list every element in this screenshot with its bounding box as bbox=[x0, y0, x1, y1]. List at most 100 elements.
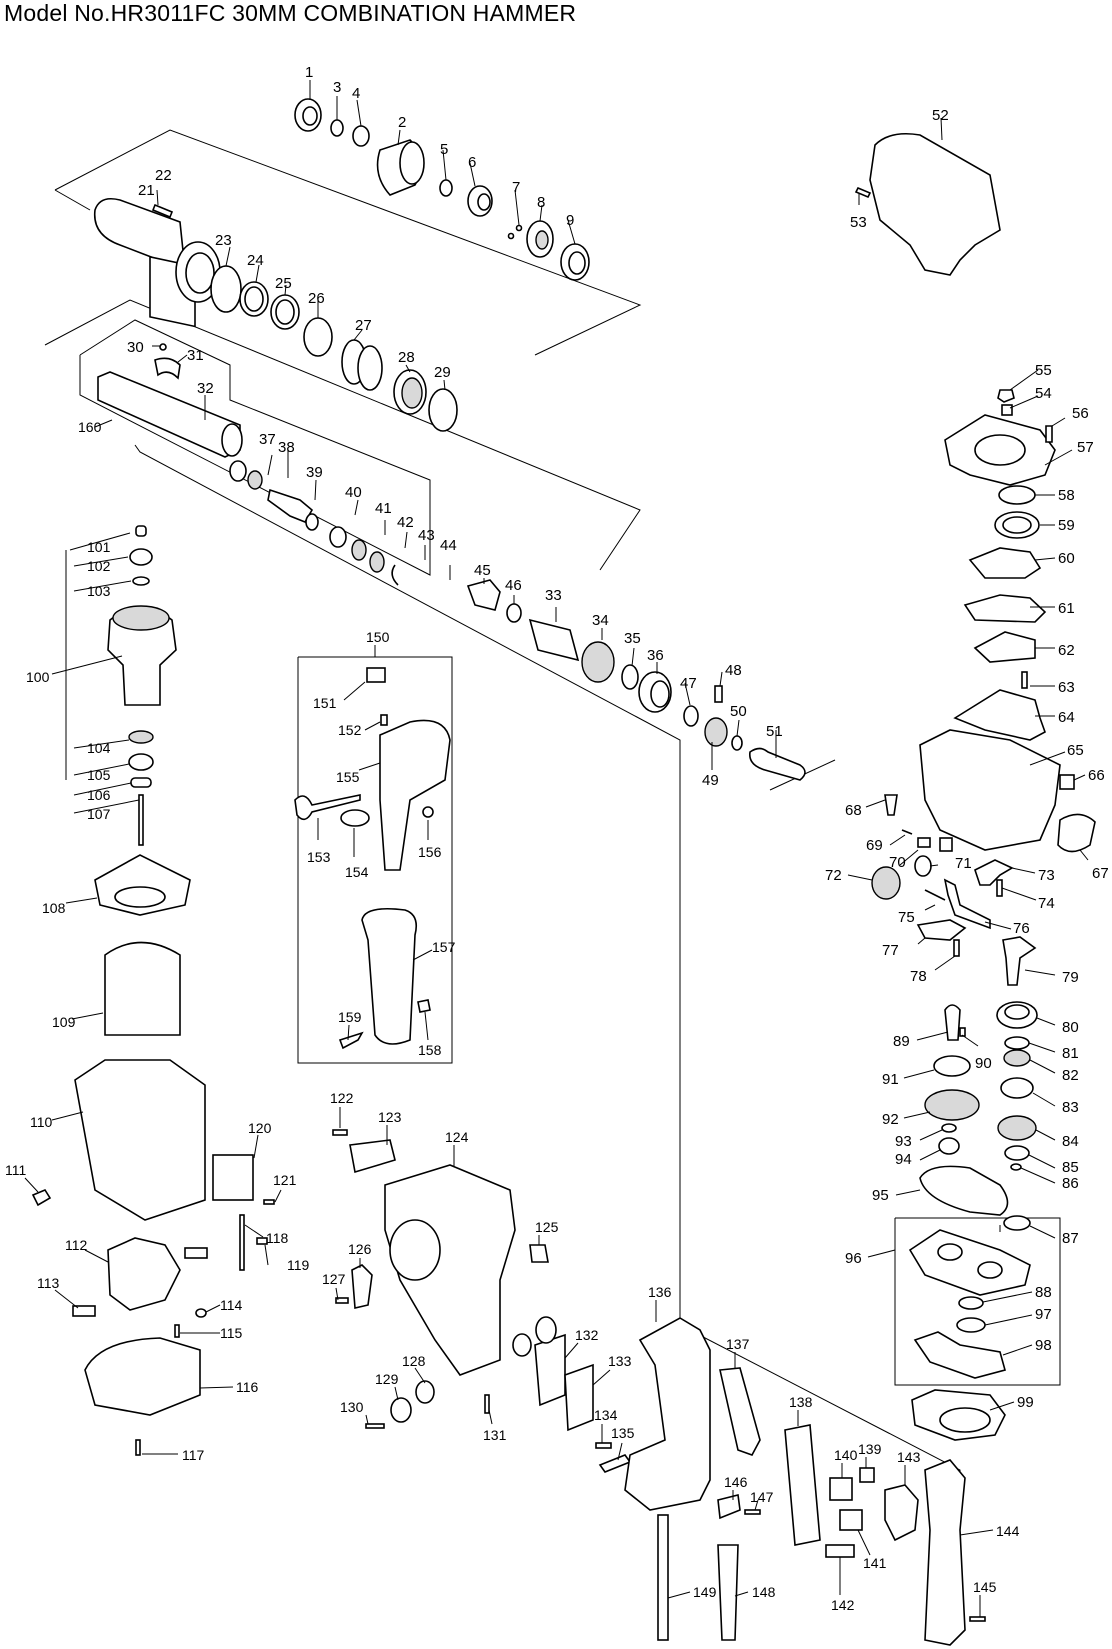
part-label-113: 113 bbox=[37, 1275, 60, 1291]
part-label-63: 63 bbox=[1058, 679, 1075, 696]
part-135-shape bbox=[598, 1454, 632, 1473]
part-127-shape bbox=[335, 1297, 349, 1304]
part-label-2: 2 bbox=[398, 114, 406, 131]
part-37-shape bbox=[229, 460, 247, 482]
part-23-shape bbox=[210, 265, 242, 313]
part-label-111: 111 bbox=[5, 1162, 26, 1178]
part-118-shape bbox=[239, 1214, 245, 1271]
part-label-66: 66 bbox=[1088, 767, 1105, 784]
part-141-shape bbox=[839, 1509, 863, 1531]
part-109-shape bbox=[104, 941, 181, 1036]
part-26-shape bbox=[303, 317, 333, 357]
part-label-153: 153 bbox=[307, 849, 331, 865]
part-label-32: 32 bbox=[197, 380, 214, 397]
part-136-shape bbox=[624, 1317, 711, 1511]
part-label-96: 96 bbox=[845, 1250, 862, 1267]
part-label-118: 118 bbox=[266, 1230, 289, 1246]
part-label-84: 84 bbox=[1062, 1133, 1079, 1150]
part-21-shape bbox=[93, 197, 186, 272]
part-74-shape bbox=[996, 879, 1003, 897]
part-label-1: 1 bbox=[305, 64, 313, 81]
part-label-137: 137 bbox=[726, 1336, 750, 1352]
part-label-6: 6 bbox=[468, 154, 476, 171]
part-85-shape bbox=[1004, 1145, 1030, 1161]
part-81-shape bbox=[1004, 1036, 1030, 1050]
part-45-shape bbox=[466, 579, 501, 611]
part-66-shape bbox=[1059, 774, 1075, 790]
part-label-53: 53 bbox=[850, 214, 867, 231]
part-83-shape bbox=[1000, 1077, 1034, 1099]
part-label-50: 50 bbox=[730, 703, 747, 720]
part-158-shape bbox=[417, 999, 431, 1013]
part-129-shape bbox=[390, 1397, 412, 1423]
part-75-shape bbox=[924, 889, 946, 901]
part-label-125: 125 bbox=[535, 1219, 559, 1235]
part-92-shape bbox=[924, 1089, 980, 1121]
part-55-shape bbox=[997, 389, 1015, 403]
part-105-shape bbox=[128, 753, 154, 771]
part-label-39: 39 bbox=[306, 464, 323, 481]
part-label-64: 64 bbox=[1058, 709, 1075, 726]
part-144-shape bbox=[924, 1459, 966, 1646]
part-label-48: 48 bbox=[725, 662, 742, 679]
part-79-shape bbox=[1002, 936, 1037, 986]
part-label-136: 136 bbox=[648, 1284, 672, 1300]
part-label-99: 99 bbox=[1017, 1394, 1034, 1411]
part-70-shape bbox=[917, 837, 931, 848]
part-label-101: 101 bbox=[87, 539, 111, 555]
part-label-74: 74 bbox=[1038, 895, 1055, 912]
part-label-98: 98 bbox=[1035, 1337, 1052, 1354]
part-label-22: 22 bbox=[155, 167, 172, 184]
diagram-title: Model No.HR3011FC 30MM COMBINATION HAMME… bbox=[4, 0, 577, 26]
part-47-shape bbox=[683, 705, 699, 727]
part-107-shape bbox=[138, 794, 144, 846]
part-label-86: 86 bbox=[1062, 1175, 1079, 1192]
part-51-shape bbox=[748, 747, 806, 781]
part-label-55: 55 bbox=[1035, 362, 1052, 379]
part-149-shape bbox=[657, 1514, 669, 1641]
part-44-shape bbox=[391, 564, 399, 586]
part-label-51: 51 bbox=[766, 723, 783, 740]
part-130-shape bbox=[365, 1423, 385, 1429]
part-label-124: 124 bbox=[445, 1129, 469, 1145]
group-frames bbox=[44, 129, 1061, 1480]
part-label-44: 44 bbox=[440, 537, 457, 554]
part-label-37: 37 bbox=[259, 431, 276, 448]
part-152-shape bbox=[380, 714, 388, 726]
part-label-36: 36 bbox=[647, 647, 664, 664]
part-label-92: 92 bbox=[882, 1111, 899, 1128]
part-label-129: 129 bbox=[375, 1371, 399, 1387]
part-label-135: 135 bbox=[611, 1425, 635, 1441]
part-label-85: 85 bbox=[1062, 1159, 1079, 1176]
part-46-shape bbox=[506, 603, 522, 623]
part-147-shape bbox=[744, 1509, 761, 1515]
part-label-33: 33 bbox=[545, 587, 562, 604]
part-label-138: 138 bbox=[789, 1394, 813, 1410]
part-label-62: 62 bbox=[1058, 642, 1075, 659]
part-label-159: 159 bbox=[338, 1009, 362, 1025]
part-33-shape bbox=[528, 618, 580, 662]
part-142-shape bbox=[825, 1544, 855, 1558]
part-22-shape bbox=[151, 203, 174, 219]
part-label-26: 26 bbox=[308, 290, 325, 307]
part-111-shape bbox=[31, 1189, 52, 1207]
part-label-23: 23 bbox=[215, 232, 232, 249]
part-128-shape bbox=[415, 1380, 435, 1404]
part-label-82: 82 bbox=[1062, 1067, 1079, 1084]
part-138-shape bbox=[784, 1424, 821, 1546]
part-31-shape bbox=[154, 357, 181, 380]
part-77-shape bbox=[916, 919, 967, 941]
part-61-shape bbox=[963, 594, 1047, 623]
part-95-shape bbox=[919, 1165, 1009, 1216]
part-125-shape bbox=[529, 1244, 549, 1263]
part-41-shape bbox=[329, 526, 347, 548]
part-label-139: 139 bbox=[858, 1441, 882, 1457]
part-53-shape bbox=[854, 186, 872, 199]
part-155-shape bbox=[379, 719, 451, 871]
part-104-shape bbox=[128, 730, 154, 744]
part-label-156: 156 bbox=[418, 844, 442, 860]
part-label-141: 141 bbox=[863, 1555, 887, 1571]
part-label-35: 35 bbox=[624, 630, 641, 647]
part-30-shape bbox=[159, 343, 167, 351]
part-label-110: 110 bbox=[30, 1114, 53, 1130]
